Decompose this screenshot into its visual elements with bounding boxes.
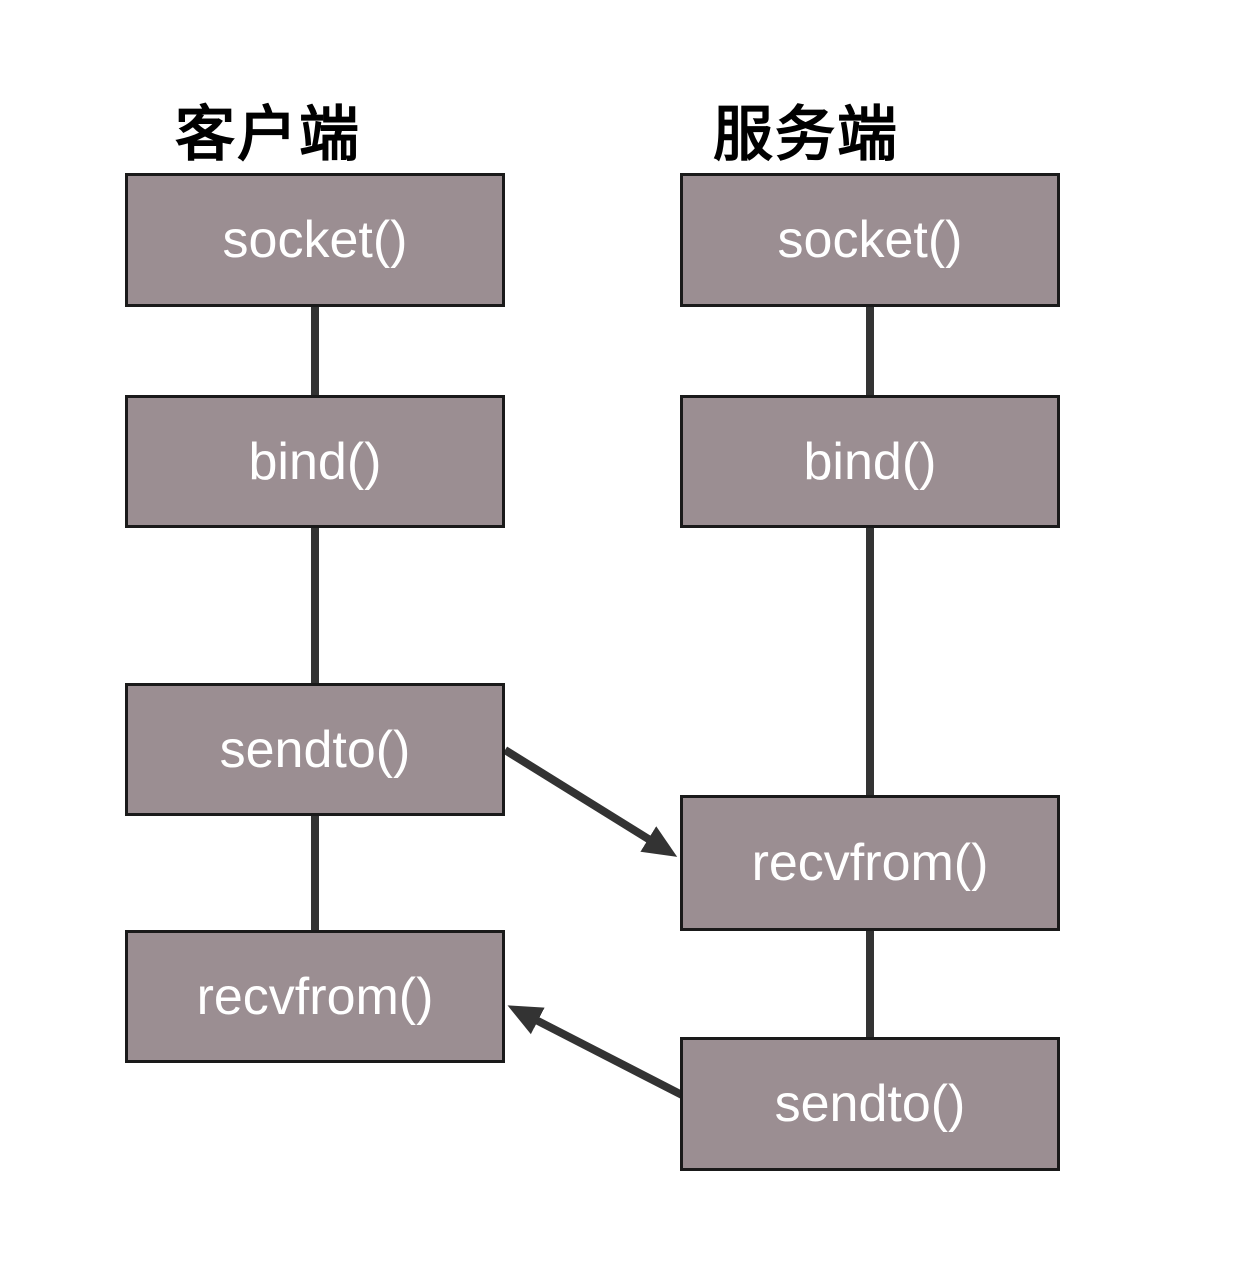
- server-bind-label: bind(): [803, 432, 937, 491]
- client-bind-label: bind(): [248, 432, 382, 491]
- client-sendto-box: sendto(): [125, 683, 505, 816]
- client-recvfrom-box: recvfrom(): [125, 930, 505, 1063]
- client-recvfrom-label: recvfrom(): [196, 967, 434, 1026]
- server-column-title: 服务端: [713, 101, 899, 168]
- server-recvfrom-label: recvfrom(): [751, 834, 989, 892]
- client-column-title: 客户端: [175, 101, 361, 168]
- client-bind-box: bind(): [125, 395, 505, 528]
- server-socket-box: socket(): [680, 173, 1060, 307]
- server-socket-label: socket(): [777, 211, 963, 269]
- server-sendto-label: sendto(): [774, 1075, 966, 1133]
- client-socket-label: socket(): [222, 211, 408, 269]
- client-socket-box: socket(): [125, 173, 505, 307]
- response-arrow: [507, 1005, 684, 1099]
- server-sendto-box: sendto(): [680, 1037, 1060, 1171]
- server-recvfrom-box: recvfrom(): [680, 795, 1060, 931]
- client-sendto-label: sendto(): [219, 720, 411, 779]
- request-arrow: [502, 746, 678, 857]
- server-bind-box: bind(): [680, 395, 1060, 528]
